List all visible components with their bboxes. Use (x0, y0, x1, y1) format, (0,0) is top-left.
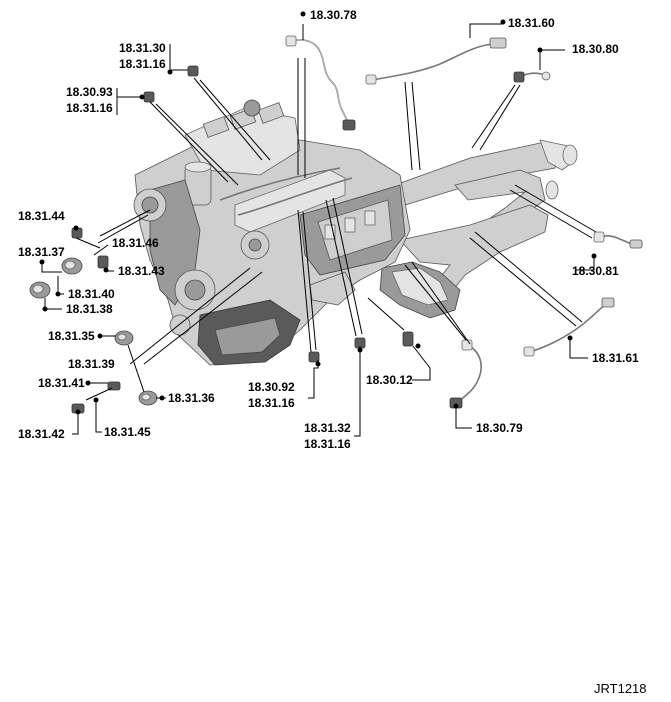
callout-18-30-81: 18.30.81 (572, 264, 619, 278)
callout-18-31-42: 18.31.42 (18, 427, 65, 441)
sensor-18-31-43 (97, 255, 109, 269)
svg-text:18.31.32: 18.31.32 (304, 421, 351, 435)
oxygen-sensor-18-31-60 (365, 37, 507, 85)
callout-18-31-61: 18.31.61 (592, 351, 639, 365)
svg-text:18.30.92: 18.30.92 (248, 380, 295, 394)
sensor-18-30-92 (308, 351, 320, 363)
figure-reference: JRT1218 (594, 681, 647, 696)
svg-text:18.31.16: 18.31.16 (119, 57, 166, 71)
callout-18-31-39: 18.31.39 (68, 357, 115, 371)
callout-18-31-36: 18.31.36 (168, 391, 215, 405)
svg-text:18.31.16: 18.31.16 (248, 396, 295, 410)
svg-text:18.31.16: 18.31.16 (66, 101, 113, 115)
callout-18-30-79: 18.30.79 (476, 421, 523, 435)
callout-18-30-78: 18.30.78 (310, 8, 357, 22)
engine-illustration (133, 99, 578, 366)
svg-text:18.30.93: 18.30.93 (66, 85, 113, 99)
svg-text:18.31.16: 18.31.16 (304, 437, 351, 451)
callout-18-31-30: 18.31.30 18.31.16 (119, 41, 166, 71)
oxygen-sensor-18-30-79 (449, 339, 482, 409)
callout-18-30-93: 18.30.93 18.31.16 (66, 85, 113, 115)
sensor-parts (29, 35, 643, 414)
callout-18-30-80: 18.30.80 (572, 42, 619, 56)
engine-block (133, 99, 411, 366)
callout-18-30-12: 18.30.12 (366, 373, 413, 387)
oxygen-sensor-18-30-80 (513, 71, 551, 83)
oxygen-sensor-18-30-81 (593, 231, 643, 249)
callout-18-31-32: 18.31.32 18.31.16 (304, 421, 351, 451)
callout-18-31-37: 18.31.37 (18, 245, 65, 259)
svg-text:18.31.30: 18.31.30 (119, 41, 166, 55)
callout-18-31-43: 18.31.43 (118, 264, 165, 278)
exhaust-system (379, 139, 578, 319)
callout-18-31-35: 18.31.35 (48, 329, 95, 343)
sensor-18-30-12 (402, 331, 414, 347)
callout-18-30-92: 18.30.92 18.31.16 (248, 380, 295, 410)
leader-lines (41, 23, 597, 437)
sensor-18-31-30 (187, 65, 199, 77)
sensor-18-31-38 (29, 281, 51, 299)
oxygen-sensor-18-31-61 (523, 297, 615, 357)
callout-18-31-46: 18.31.46 (112, 236, 159, 250)
callout-18-31-38: 18.31.38 (66, 302, 113, 316)
sensor-18-30-93 (143, 91, 155, 103)
callout-18-31-45: 18.31.45 (104, 425, 151, 439)
oxygen-sensor-18-30-78 (285, 35, 356, 131)
callout-18-31-60: 18.31.60 (508, 16, 555, 30)
callout-18-31-41: 18.31.41 (38, 376, 85, 390)
callout-18-31-40: 18.31.40 (68, 287, 115, 301)
sensor-18-31-35 (114, 330, 134, 346)
leader-dots (39, 11, 597, 415)
callout-18-31-44: 18.31.44 (18, 209, 65, 223)
callout-labels: 18.30.78 18.31.60 18.30.80 18.31.30 18.3… (18, 8, 639, 451)
sensor-18-31-37 (61, 257, 83, 275)
sensor-18-31-36 (138, 390, 158, 406)
